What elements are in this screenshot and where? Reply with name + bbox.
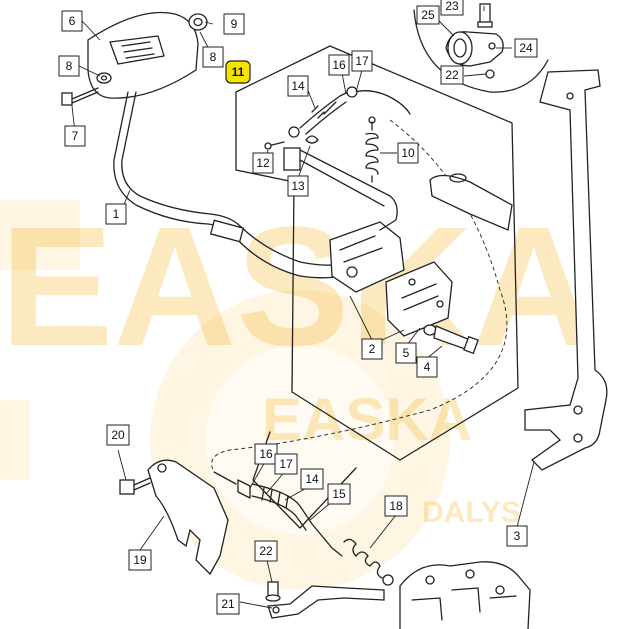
callout-8-top: 8 — [202, 46, 224, 68]
svg-text:1: 1 — [113, 207, 120, 221]
upper-detail-frame — [235, 45, 519, 461]
callout-22-lower: 22 — [254, 540, 278, 562]
bushing-9 — [188, 13, 208, 31]
callout-14-upper: 14 — [287, 75, 309, 97]
pedal-pad-6 — [87, 11, 199, 99]
callout-12: 12 — [252, 152, 274, 174]
bolt-7 — [61, 87, 99, 106]
callout-8-left: 8 — [58, 55, 80, 77]
engine-block — [399, 561, 531, 629]
svg-text:8: 8 — [210, 50, 217, 64]
svg-text:25: 25 — [421, 8, 435, 22]
shaft — [283, 147, 398, 231]
bolt-20 — [119, 477, 151, 495]
svg-text:19: 19 — [133, 553, 147, 567]
washer-8 — [96, 72, 112, 84]
pivot-bracket-2 — [329, 221, 453, 337]
spring-10 — [365, 116, 379, 183]
bolt-4 — [423, 324, 479, 355]
callout-2: 2 — [361, 338, 383, 360]
callout-17-lower: 17 — [274, 453, 298, 475]
svg-text:20: 20 — [111, 428, 125, 442]
callout-16-upper: 16 — [328, 54, 350, 76]
svg-text:24: 24 — [519, 41, 533, 55]
svg-text:16: 16 — [332, 58, 346, 72]
watermark-brand: EASKA — [262, 386, 472, 453]
svg-text:15: 15 — [332, 487, 346, 501]
callout-3: 3 — [506, 525, 528, 547]
callout-16-lower: 16 — [254, 443, 278, 465]
cable-assembly-15 — [213, 471, 343, 557]
svg-text:2: 2 — [369, 342, 376, 356]
callout-14-lower: 14 — [300, 468, 324, 490]
callout-7: 7 — [64, 125, 86, 147]
callout-22-top: 23 — [440, 0, 464, 16]
callout-25: 25 — [416, 5, 440, 25]
svg-text:17: 17 — [355, 54, 369, 68]
svg-text:11: 11 — [232, 65, 245, 79]
pedal-lever-1 — [113, 91, 383, 279]
svg-text:21: 21 — [221, 597, 235, 611]
svg-text:14: 14 — [291, 79, 305, 93]
lever-21 — [267, 585, 385, 619]
callout-9: 9 — [223, 13, 245, 35]
callout-4: 4 — [416, 356, 438, 378]
callout-labels: 6 9 8 8 7 11 1 14 16 17 12 13 10 2 5 4 3… — [58, 0, 538, 615]
svg-text:7: 7 — [72, 129, 79, 143]
svg-text:10: 10 — [401, 146, 415, 160]
cable-end-upper — [288, 86, 411, 138]
svg-text:22: 22 — [445, 68, 459, 82]
callout-24: 24 — [514, 38, 538, 58]
svg-text:18: 18 — [389, 499, 403, 513]
svg-text:9: 9 — [231, 17, 238, 31]
clip-13 — [305, 135, 319, 144]
bracket-19 — [147, 459, 229, 576]
bolt-22-lower — [265, 581, 281, 602]
svg-text:3: 3 — [514, 529, 521, 543]
svg-text:8: 8 — [66, 59, 73, 73]
svg-text:13: 13 — [291, 179, 305, 193]
callout-5: 5 — [395, 342, 417, 364]
svg-text:22: 22 — [259, 544, 273, 558]
callout-17-upper: 17 — [351, 50, 373, 72]
callout-18: 18 — [384, 495, 408, 517]
callout-13: 13 — [287, 175, 309, 197]
watermark-tagline: DALYS — [422, 496, 521, 529]
svg-text:14: 14 — [305, 472, 319, 486]
callout-20: 20 — [106, 424, 130, 446]
detail-circle — [413, 3, 549, 93]
callout-6: 6 — [61, 10, 83, 32]
watermark: EASKA EASKA DALYS — [0, 192, 595, 590]
svg-text:23: 23 — [445, 0, 459, 13]
svg-text:17: 17 — [279, 457, 293, 471]
mounting-bracket-3 — [429, 69, 608, 471]
callout-1: 1 — [105, 203, 127, 225]
spring-18 — [343, 538, 394, 586]
svg-text:16: 16 — [259, 447, 273, 461]
pin-12 — [264, 141, 285, 150]
svg-text:4: 4 — [424, 360, 431, 374]
callout-23: 22 — [440, 65, 464, 85]
callout-11-highlighted: 11 — [225, 60, 251, 84]
callout-15: 15 — [327, 483, 351, 505]
svg-text:12: 12 — [256, 156, 270, 170]
callout-19: 19 — [128, 549, 152, 571]
callout-10: 10 — [397, 142, 419, 164]
callout-21: 21 — [216, 593, 240, 615]
svg-text:6: 6 — [69, 14, 76, 28]
svg-text:5: 5 — [403, 346, 410, 360]
